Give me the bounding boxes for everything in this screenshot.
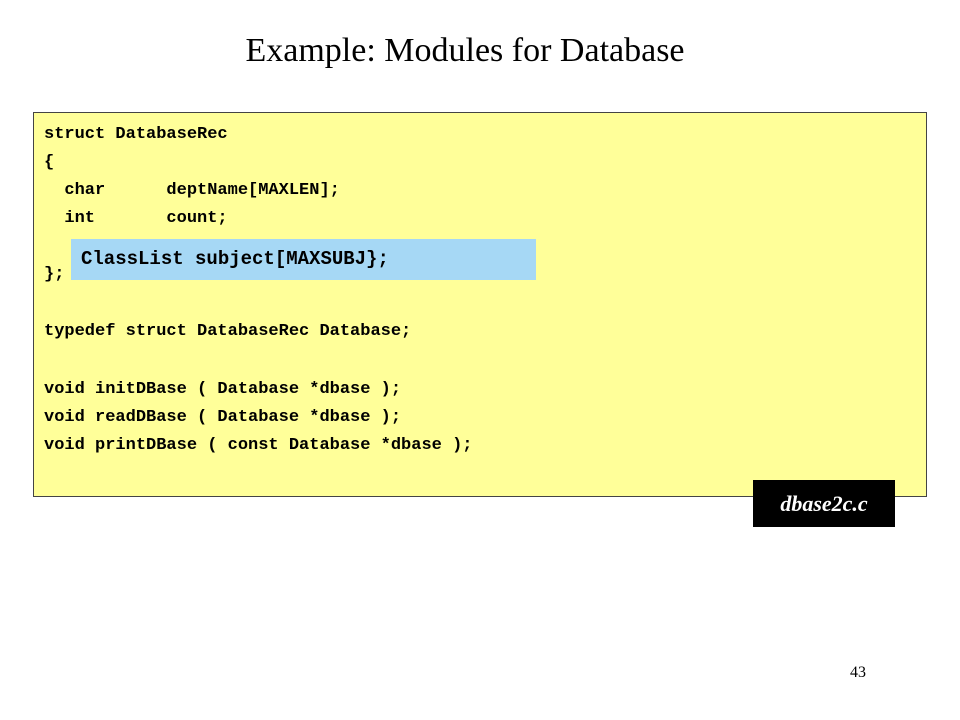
code-block: struct DatabaseRec { char deptName[MAXLEN… bbox=[44, 121, 472, 460]
code-line-10: void initDBase ( Database *dbase ); bbox=[44, 380, 402, 399]
highlighted-code-line: ClassList subject[MAXSUBJ}; bbox=[71, 239, 536, 280]
code-line-3: char deptName[MAXLEN]; bbox=[44, 181, 340, 200]
code-line-12: void printDBase ( const Database *dbase … bbox=[44, 436, 473, 455]
code-line-6: }; bbox=[44, 265, 65, 284]
code-line-2: { bbox=[44, 153, 55, 172]
code-line-1: struct DatabaseRec bbox=[44, 125, 228, 144]
code-line-7 bbox=[44, 289, 472, 318]
code-line-9 bbox=[44, 347, 472, 376]
slide-title: Example: Modules for Database bbox=[245, 32, 685, 69]
page-number: 43 bbox=[850, 664, 866, 681]
code-line-8: typedef struct DatabaseRec Database; bbox=[44, 322, 412, 341]
code-panel: struct DatabaseRec { char deptName[MAXLEN… bbox=[33, 112, 927, 497]
file-name-label: dbase2c.c bbox=[753, 480, 895, 527]
code-line-4: int count; bbox=[44, 209, 228, 228]
code-line-11: void readDBase ( Database *dbase ); bbox=[44, 408, 402, 427]
